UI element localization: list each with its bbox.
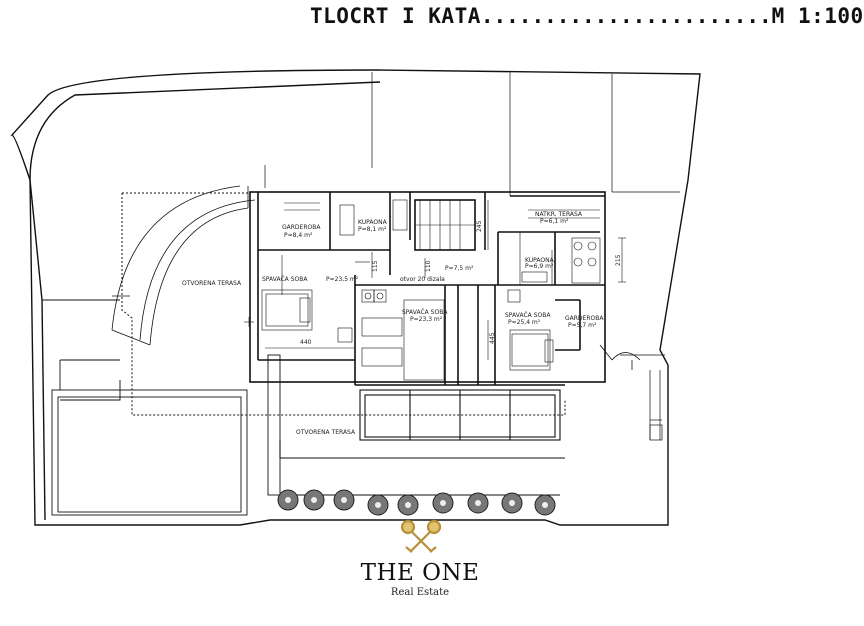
room-area-kupaona-1: P=8,1 m² xyxy=(358,226,387,233)
room-area-natkr-terasa: P=6,1 m² xyxy=(540,218,569,225)
brand-subtitle: Real Estate xyxy=(390,587,450,598)
upper-outline-dotted xyxy=(121,192,566,416)
brand-name: THE ONE xyxy=(360,560,480,586)
drawing-title-text: TLOCRT I KATA xyxy=(310,4,481,28)
room-label-otvorena-terasa-bottom: OTVORENA TERASA xyxy=(296,429,356,436)
room-area-kupaona-2: P=6,9 m² xyxy=(525,263,554,270)
dimension-label-110: 110 xyxy=(425,260,432,272)
room-area-spavaca-soba-1: P=23,5 m² xyxy=(326,276,359,283)
floor-plan-drawing: GARDEROBA P=8,4 m² KUPAONA P=8,1 m² NATK… xyxy=(10,69,701,553)
dimension-label-115: 115 xyxy=(372,260,379,272)
room-label-garderoba-right: GARDEROBA xyxy=(565,315,604,322)
title-leader-dots: ....................... xyxy=(480,4,772,28)
crossed-keys-logo-icon xyxy=(400,519,442,553)
dimension-label-440: 440 xyxy=(300,339,312,346)
building-walls xyxy=(249,191,606,386)
room-area-garderoba-left: P=8,4 m² xyxy=(284,232,313,239)
room-label-spavaca-soba-2: SPAVAĆA SOBA xyxy=(402,309,448,316)
brand-logo: THE ONE Real Estate xyxy=(340,560,500,598)
room-label-natkr-terasa: NATKR. TERASA xyxy=(535,211,583,218)
site-lines xyxy=(264,72,680,441)
tree-centers xyxy=(285,497,548,508)
room-area-hodnik: P=7,5 m² xyxy=(445,265,474,272)
balcony-railing xyxy=(279,389,565,459)
dimension-label-445: 445 xyxy=(489,332,496,344)
room-area-garderoba-right: P=5,7 m² xyxy=(568,322,597,329)
pool-area xyxy=(42,299,560,516)
curved-terrace xyxy=(111,185,256,346)
room-label-garderoba-left: GARDEROBA xyxy=(282,224,321,231)
dimension-label-215: 215 xyxy=(615,254,622,266)
room-label-otvorena-terasa-top: OTVORENA TERASA xyxy=(182,280,242,287)
label-otvor-do-dizala: otvor 20 dizala xyxy=(400,276,445,283)
dimension-label-245: 245 xyxy=(476,220,483,232)
room-label-spavaca-soba-1: SPAVAĆA SOBA xyxy=(262,276,308,283)
plot-boundary xyxy=(10,69,701,526)
drawing-scale: M 1:100 xyxy=(771,4,864,28)
room-label-kupaona-2: KUPAONA xyxy=(525,257,555,264)
dimension-lines xyxy=(244,200,626,360)
drawing-title: TLOCRT I KATA.......................M 1:… xyxy=(310,4,864,28)
room-area-spavaca-soba-2: P=23,3 m² xyxy=(410,316,443,323)
room-label-spavaca-soba-3: SPAVAĆA SOBA xyxy=(505,312,551,319)
room-area-spavaca-soba-3: P=25,4 m² xyxy=(508,319,541,326)
room-label-kupaona-1: KUPAONA xyxy=(358,219,388,226)
exterior-stairs xyxy=(599,344,641,370)
interior-details xyxy=(261,199,601,381)
